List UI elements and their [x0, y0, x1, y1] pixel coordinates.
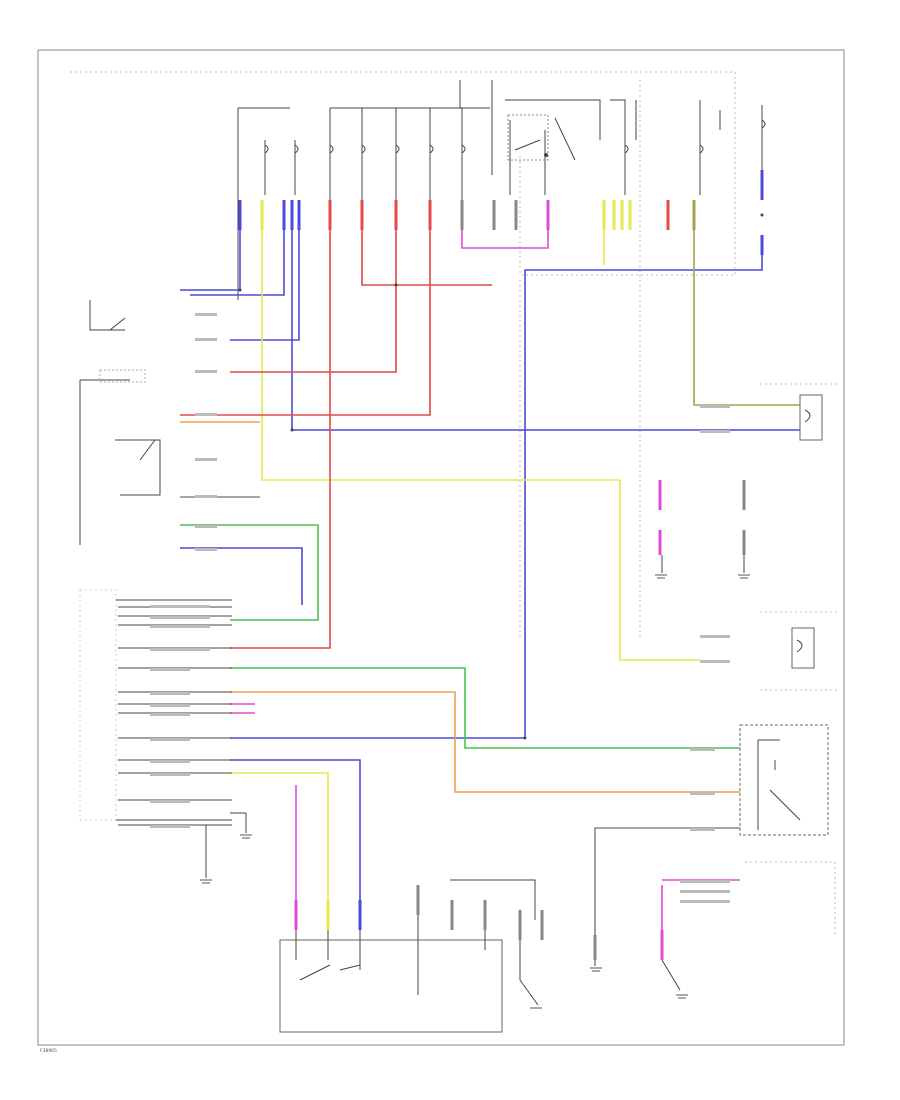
ground-symbols — [200, 574, 750, 1009]
wire-runs — [180, 230, 800, 960]
multifunction-switch — [739, 724, 829, 836]
right-headlamp — [760, 383, 840, 441]
top-fuse-bus — [237, 80, 763, 300]
bottom-connectors — [294, 480, 746, 960]
headlamp-switch — [279, 879, 539, 1033]
left-switches — [79, 300, 161, 545]
top-connectors — [238, 170, 764, 255]
diagram-frame — [37, 49, 845, 1046]
fuse-symbols — [264, 119, 766, 154]
left-headlamp — [760, 611, 840, 691]
body-control-module — [79, 589, 232, 821]
instrument-cluster-outline — [745, 861, 836, 935]
splice-dots — [238, 213, 764, 740]
diagram-id: F38965 — [40, 1048, 57, 1054]
top-relay — [507, 114, 576, 161]
top-fuse-box-outline-right — [519, 71, 736, 276]
label-placeholders — [150, 313, 730, 903]
ground-leads — [205, 555, 745, 991]
top-fuse-box-divider — [519, 80, 641, 640]
